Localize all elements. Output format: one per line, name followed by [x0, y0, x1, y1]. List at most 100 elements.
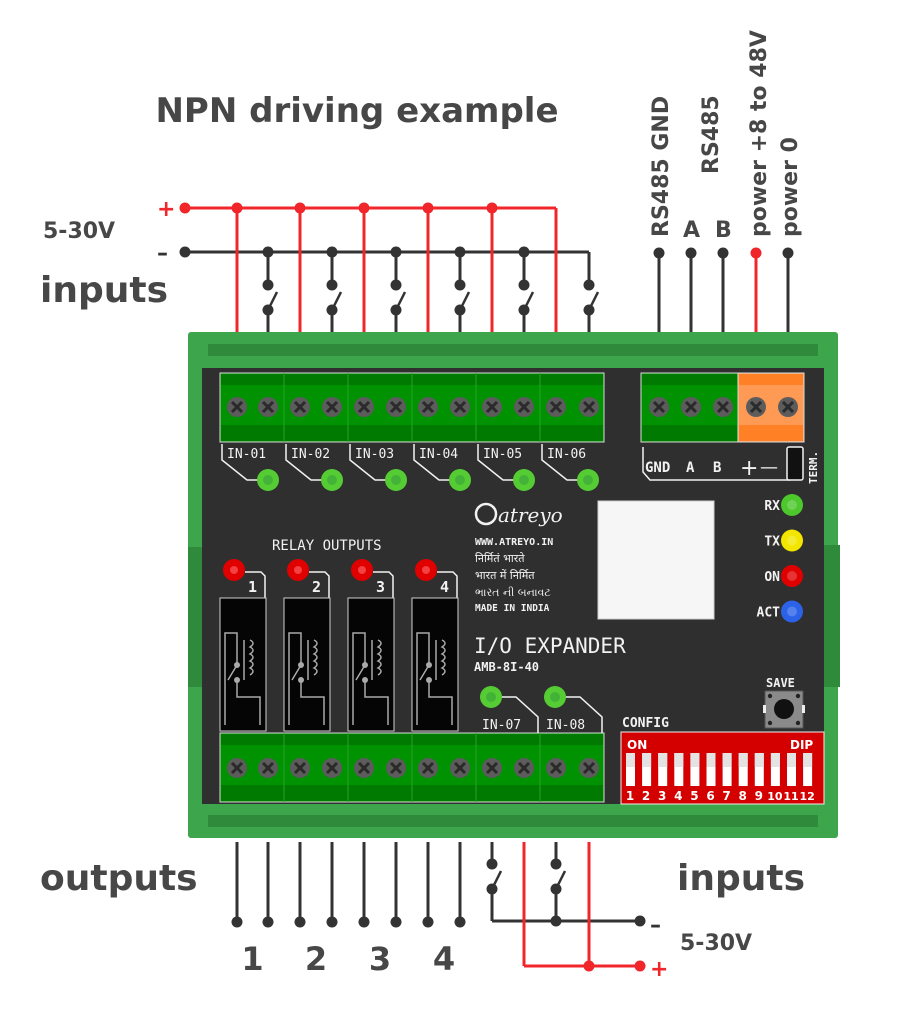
relay-coil-icon [376, 639, 382, 676]
screw-slot [357, 761, 371, 775]
screw-slot [549, 400, 563, 414]
negative-terminal-dot [179, 246, 191, 258]
terminal-screw-icon[interactable] [258, 758, 278, 778]
dip-number: 2 [642, 789, 650, 803]
terminal-screw-icon[interactable] [546, 397, 566, 417]
dip-toggle [770, 753, 780, 767]
switch-blade [266, 291, 279, 311]
terminal-screw-icon[interactable] [746, 397, 766, 417]
terminal-screw-icon[interactable] [290, 397, 310, 417]
terminal-screw-icon[interactable] [778, 397, 798, 417]
dip-switch-2[interactable]: 2 [642, 753, 652, 803]
dip-switch-3[interactable]: 3 [658, 753, 668, 803]
dip-switch-11[interactable]: 11 [783, 753, 799, 803]
dip-slot [803, 753, 813, 786]
brand-website: WWW.ATREYO.IN [475, 537, 553, 548]
terminal-screw-icon[interactable] [514, 397, 534, 417]
dip-toggle [787, 753, 796, 767]
negative-junction [454, 246, 466, 258]
product-name: I/O EXPANDER [474, 634, 626, 658]
relay-1: 1 [219, 559, 267, 732]
screw-slot [325, 400, 339, 414]
terminal-screw-icon[interactable] [354, 397, 374, 417]
terminal-screw-icon[interactable] [227, 758, 247, 778]
terminal-screw-icon[interactable] [386, 758, 406, 778]
terminal-screw-icon[interactable] [258, 397, 278, 417]
dip-switch-8[interactable]: 8 [739, 753, 748, 803]
output-number-1: 1 [241, 940, 263, 978]
dip-toggle [706, 753, 716, 767]
terminal-screw-icon[interactable] [649, 397, 669, 417]
save-button[interactable] [763, 690, 805, 729]
terminal-screw-icon[interactable] [713, 397, 733, 417]
relay-body [347, 597, 395, 732]
save-label: SAVE [766, 676, 795, 690]
terminal-screw-icon[interactable] [418, 758, 438, 778]
led-center [422, 566, 430, 574]
input-label-6: IN-06 [547, 447, 586, 462]
terminal-screw-icon[interactable] [482, 758, 502, 778]
terminal-screw-icon[interactable] [579, 397, 599, 417]
model-number: AMB-8I-40 [474, 660, 539, 674]
terminal-screw-icon[interactable] [482, 397, 502, 417]
terminal-screw-icon[interactable] [579, 758, 599, 778]
terminal-minus-label: — [760, 457, 778, 478]
screw-slot [230, 761, 244, 775]
dip-switch-5[interactable]: 5 [690, 753, 700, 803]
dip-switch-6[interactable]: 6 [706, 753, 716, 803]
terminal-shade [642, 374, 737, 385]
input-led [385, 469, 407, 491]
terminal-screw-icon[interactable] [322, 758, 342, 778]
relay-contact [362, 662, 368, 668]
input-led [513, 469, 535, 491]
terminal-screw-icon[interactable] [418, 397, 438, 417]
bottom-plus-sign: + [650, 957, 668, 982]
dip-slot [738, 753, 748, 786]
input-label-7: IN-07 [482, 718, 521, 733]
terminal-screw-icon[interactable] [227, 397, 247, 417]
rs485-b-label: B [715, 218, 732, 243]
terminal-screw-icon[interactable] [514, 758, 534, 778]
termination-jumper[interactable] [786, 446, 804, 481]
positive-terminal-dot [179, 202, 191, 214]
dip-switch-7[interactable]: 7 [722, 753, 732, 803]
positive-junction [486, 202, 498, 214]
dip-switch-1[interactable]: 1 [626, 753, 635, 803]
screw-slot [582, 761, 596, 775]
dip-switch-9[interactable]: 9 [755, 753, 764, 803]
terminal-screw-icon[interactable] [450, 758, 470, 778]
terminal-screw-icon[interactable] [354, 758, 374, 778]
tagline-english: MADE IN INDIA [475, 603, 550, 614]
dip-number: 3 [658, 789, 666, 803]
dip-number: 8 [739, 789, 747, 803]
dip-number: 12 [799, 790, 814, 803]
status-label-rx: RX [764, 499, 780, 514]
dip-switch-12[interactable]: 12 [799, 753, 815, 803]
input-label-1: IN-01 [227, 447, 266, 462]
screw-slot [389, 400, 403, 414]
bottom-supply-voltage-label: 5-30V [680, 931, 752, 956]
dip-toggle [642, 753, 652, 767]
input-trace [413, 444, 452, 481]
positive-junction [583, 960, 595, 972]
bottom-wiring [231, 842, 646, 972]
led-center [230, 566, 238, 574]
screw-slot [453, 400, 467, 414]
relay-coil-icon [248, 639, 254, 676]
dip-switch-4[interactable]: 4 [674, 753, 684, 803]
terminal-screw-icon[interactable] [386, 397, 406, 417]
switch-blade [522, 291, 535, 311]
terminal-screw-icon[interactable] [546, 758, 566, 778]
screw-slot [652, 400, 666, 414]
negative-junction [390, 246, 402, 258]
rs485-power-terminal-block [640, 372, 805, 443]
terminal-screw-icon[interactable] [450, 397, 470, 417]
terminal-screw-icon[interactable] [681, 397, 701, 417]
terminal-screw-icon[interactable] [290, 758, 310, 778]
screw-slot [261, 400, 275, 414]
bus-wiring [653, 247, 794, 336]
dip-switch-10[interactable]: 10 [767, 753, 783, 803]
terminal-screw-icon[interactable] [322, 397, 342, 417]
